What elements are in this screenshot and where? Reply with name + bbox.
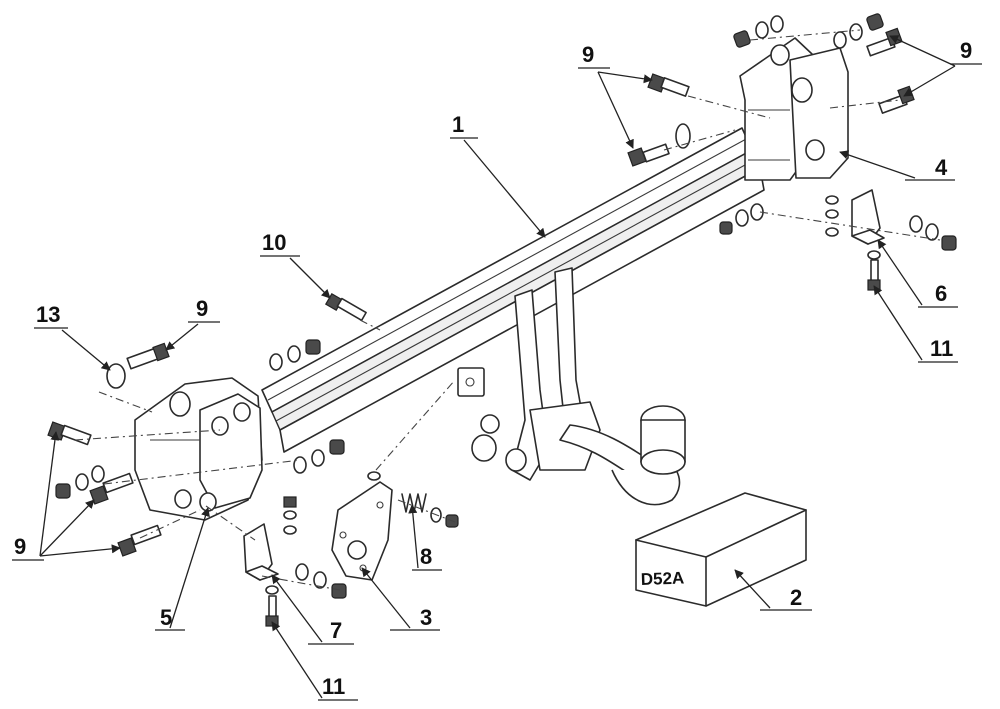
tow-hook-assembly: [457, 267, 686, 506]
bracket-right-small: [851, 189, 885, 245]
right-side-bracket: [739, 37, 849, 181]
callout-9-top: 9: [582, 42, 594, 67]
callout-11-bottom: 11: [322, 674, 345, 699]
callout-13: 13: [36, 302, 60, 327]
callout-6: 6: [935, 281, 947, 306]
left-side-bracket: [134, 377, 263, 521]
callout-9-left: 9: [14, 534, 26, 559]
crossbar: [261, 127, 765, 453]
callout-2: 2: [790, 585, 802, 610]
box-label: D52A: [640, 568, 684, 589]
instruction-box: [635, 492, 807, 607]
callout-9-mid: 9: [196, 296, 208, 321]
callout-1: 1: [452, 112, 464, 137]
callout-8: 8: [420, 544, 432, 569]
bracket-left-small: [243, 523, 279, 581]
assembly-axes: [74, 29, 941, 591]
callout-5: 5: [160, 605, 172, 630]
callout-4: 4: [935, 155, 948, 180]
callout-7: 7: [330, 618, 342, 643]
callout-3: 3: [420, 605, 432, 630]
leader-lines: [12, 35, 982, 701]
socket-plate: [331, 481, 393, 581]
spring: [401, 493, 427, 513]
callout-10: 10: [262, 230, 286, 255]
callout-9-right: 9: [960, 38, 972, 63]
callout-11-right: 11: [930, 336, 953, 361]
